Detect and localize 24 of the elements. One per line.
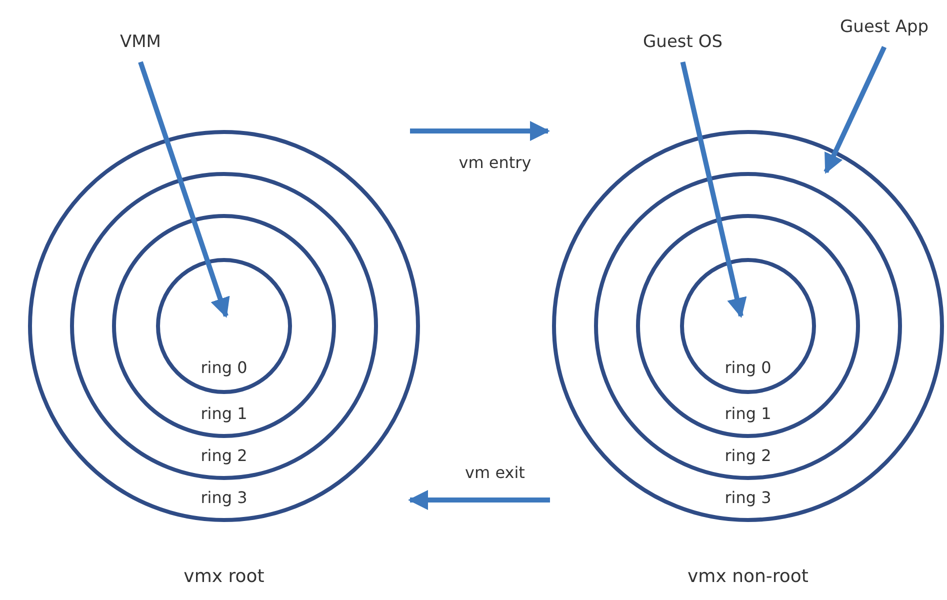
ring-label: ring 3 <box>200 488 248 508</box>
ring-label: ring 2 <box>200 446 248 466</box>
arrow <box>408 490 550 510</box>
ring-label: ring 2 <box>724 446 772 466</box>
callout-text: Guest OS <box>643 31 723 53</box>
ring-label: ring 0 <box>200 358 248 378</box>
ring-circle <box>70 172 378 480</box>
ring-label: ring 3 <box>724 488 772 508</box>
ring-label: ring 1 <box>724 404 772 424</box>
ring-circle <box>594 172 902 480</box>
arrow <box>410 121 550 141</box>
arrow <box>680 61 747 318</box>
callout-text: VMM <box>120 31 161 53</box>
ring-circle <box>28 130 420 522</box>
arrow <box>138 61 230 318</box>
ring-circle <box>552 130 944 522</box>
ring-circle <box>636 214 860 438</box>
callout-text: Guest App <box>840 16 929 38</box>
arrow <box>824 46 887 174</box>
ring-circle <box>680 258 816 394</box>
ring-label: ring 1 <box>200 404 248 424</box>
ring-circle <box>156 258 292 394</box>
ring-circle <box>112 214 336 438</box>
ring-label: ring 0 <box>724 358 772 378</box>
